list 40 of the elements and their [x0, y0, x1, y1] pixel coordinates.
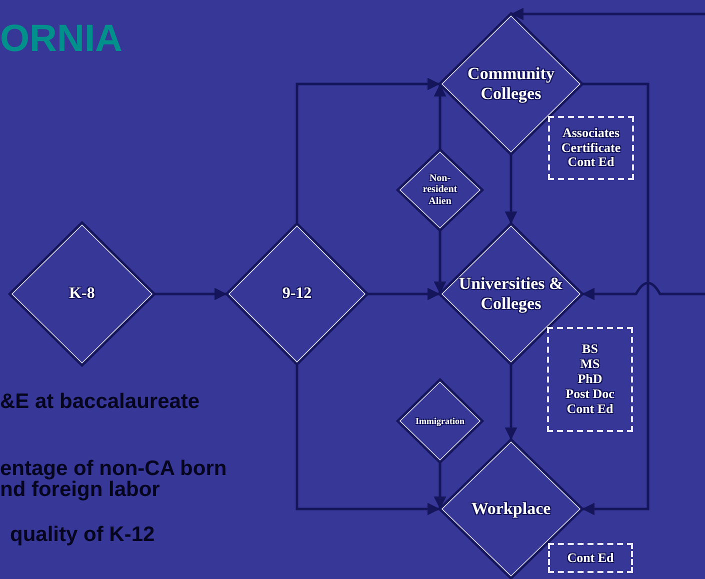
- decision-diamond: [398, 380, 482, 462]
- node-label: Cont Ed: [568, 155, 614, 170]
- arrow: [504, 154, 518, 224]
- arrow: [434, 84, 446, 150]
- node-label: Post Doc: [566, 386, 614, 402]
- note-text: quality of K-12: [10, 525, 156, 546]
- decision-diamond: [10, 223, 154, 365]
- node-label: PhD: [578, 372, 602, 387]
- decision-diamond: [227, 224, 367, 364]
- arrow: [296, 364, 440, 516]
- node-label: BS: [582, 342, 598, 358]
- degree-list-box: [548, 116, 634, 180]
- node-label: Workplace: [471, 499, 551, 519]
- degree-list-box: [548, 543, 633, 573]
- node-label: Cont Ed: [567, 550, 614, 566]
- node-label: Community Colleges: [466, 64, 556, 104]
- arrow: [434, 462, 446, 509]
- note-text: &E at baccalaureate: [0, 392, 201, 413]
- node-label: MS: [580, 357, 600, 372]
- node-label: Immigration: [416, 416, 464, 426]
- node-label: Universities & Colleges: [458, 274, 564, 314]
- node-label: Certificate: [561, 140, 621, 156]
- arrow: [434, 230, 446, 294]
- decision-diamond: [398, 150, 482, 230]
- decision-diamond: [440, 224, 582, 364]
- arrow: [154, 288, 227, 300]
- arrow: [511, 8, 705, 20]
- node-label: Non-resident Alien: [422, 172, 458, 208]
- arrow: [296, 78, 440, 224]
- node-label: Associates: [562, 126, 620, 141]
- node-label: K-8: [69, 284, 95, 304]
- arrow: [582, 82, 650, 516]
- node-label: Cont Ed: [566, 402, 614, 417]
- title-text: ORNIA: [0, 20, 122, 58]
- arrow: [504, 364, 518, 440]
- arrow: [367, 288, 440, 300]
- arrow: [582, 282, 705, 300]
- note-text: entage of non-CA born nd foreign labor: [0, 459, 228, 500]
- node-label: 9-12: [282, 284, 312, 304]
- degree-list-box: [547, 327, 633, 432]
